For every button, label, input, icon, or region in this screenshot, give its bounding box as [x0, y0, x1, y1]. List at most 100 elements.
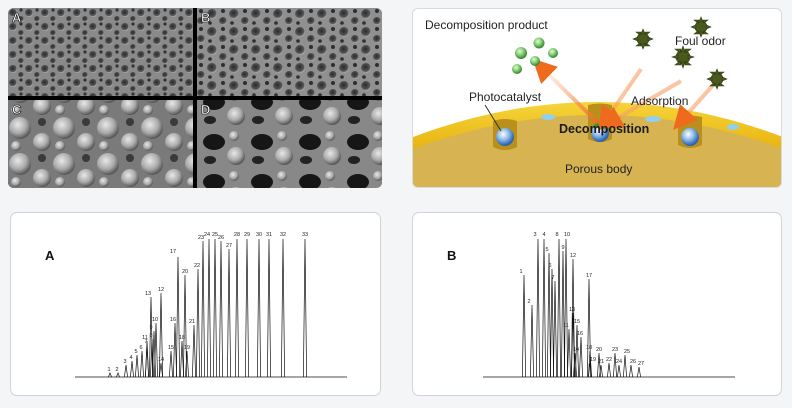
chromatogram-peak — [135, 354, 139, 378]
decomposition-product-sphere — [548, 48, 558, 58]
chromatogram-peak — [196, 268, 200, 378]
chromatogram-peak — [607, 362, 611, 378]
chromatogram-peak — [267, 238, 271, 378]
peak-number-label: 11 — [142, 335, 148, 341]
peak-number-label: 18 — [179, 335, 185, 341]
decomposition-product-sphere — [512, 64, 522, 74]
chromatogram-peak — [108, 372, 112, 378]
peak-number-label: 29 — [244, 232, 250, 238]
peak-number-label: 32 — [280, 232, 286, 238]
chromatogram-peak — [623, 354, 627, 378]
chromatogram-peak — [573, 352, 577, 378]
chromatogram-peak — [530, 304, 534, 378]
chromatogram-peak — [613, 352, 617, 378]
peak-number-label: 28 — [234, 232, 240, 238]
chromatogram-peak — [154, 322, 158, 378]
peak-number-label: 27 — [638, 361, 644, 367]
peak-number-label: 8 — [555, 232, 558, 238]
adsorption-label: Adsorption — [631, 94, 688, 108]
peak-number-label: 5 — [545, 247, 548, 253]
peak-number-label: 23 — [198, 235, 204, 241]
chromatogram-peak — [173, 322, 177, 378]
chromatogram-peak — [567, 328, 571, 378]
chromatogram-peak — [522, 274, 526, 378]
chromatogram-peak — [245, 238, 249, 378]
chromatogram-peak — [629, 364, 633, 378]
sem-image-c — [8, 100, 193, 188]
chromatogram-peak — [169, 350, 173, 378]
decomposition-arrow — [532, 58, 600, 125]
chromatogram-peak — [183, 274, 187, 378]
chromatogram-peak — [159, 362, 163, 378]
foul-odor-icon — [671, 45, 695, 69]
chromatogram-peak — [550, 268, 554, 378]
chromatogram-peak — [536, 238, 540, 378]
sem-label-a: A — [12, 10, 22, 25]
peak-number-label: 4 — [129, 355, 132, 361]
chromatogram-peak — [213, 238, 217, 378]
peak-number-label: 10 — [564, 232, 570, 238]
peak-number-label: 13 — [145, 291, 151, 297]
peak-number-label: 19 — [590, 357, 596, 363]
peak-number-label: 13 — [569, 307, 575, 313]
peak-number-label: 22 — [606, 357, 612, 363]
chromatogram-peak — [547, 252, 551, 378]
photocatalyst-particle — [496, 128, 514, 146]
peak-number-label: 9 — [149, 325, 152, 331]
chromatogram-peak — [564, 238, 568, 378]
peak-number-label: 6 — [548, 263, 551, 269]
chromatogram-peak — [257, 238, 261, 378]
peak-number-label: 1 — [519, 269, 522, 275]
chromatogram-peak — [557, 238, 561, 378]
chromatogram-peak — [116, 372, 120, 378]
peak-number-label: 30 — [256, 232, 262, 238]
peak-number-label: 15 — [574, 319, 580, 325]
chromatogram-peak — [219, 240, 223, 378]
chromatogram-peak — [571, 258, 575, 378]
peak-number-label: 14 — [158, 357, 164, 363]
chromatogram-peak — [597, 352, 601, 378]
foul-odor-icon — [632, 28, 654, 50]
sem-label-c: C — [12, 102, 22, 117]
foul-odor-label: Foul odor — [675, 34, 726, 48]
chromatogram-peak — [185, 350, 189, 378]
chromatogram-peak — [227, 248, 231, 378]
peak-number-label: 3 — [123, 359, 126, 365]
peak-number-label: 5 — [134, 349, 137, 355]
chromatogram-peak — [617, 364, 621, 378]
chromatogram-peak — [176, 256, 180, 378]
peak-number-label: 16 — [577, 331, 583, 337]
sem-image-b — [197, 8, 382, 96]
chromatogram-peak — [599, 364, 603, 378]
porous-body-label: Porous body — [565, 162, 632, 176]
peak-number-label: 21 — [189, 319, 195, 325]
chromatogram-peak — [588, 350, 592, 378]
peak-number-label: 12 — [570, 253, 576, 259]
adsorption-arrow — [598, 79, 683, 130]
chromatogram-peak — [145, 340, 149, 378]
peak-number-label: 15 — [168, 345, 174, 351]
peak-number-label: 31 — [266, 232, 272, 238]
sem-micrographs-image: A B C D — [8, 8, 382, 188]
peak-number-label: 11 — [563, 323, 569, 329]
chromatogram-a-label: A — [45, 248, 55, 263]
peak-number-label: 6 — [139, 345, 142, 351]
peak-number-label: 23 — [612, 347, 618, 353]
peak-number-label: 7 — [144, 339, 147, 345]
decomposition-product-label: Decomposition product — [425, 18, 548, 32]
peak-number-label: 20 — [596, 347, 602, 353]
peak-number-label: 27 — [226, 243, 232, 249]
chromatogram-peak — [180, 340, 184, 378]
sem-image-a — [8, 8, 193, 96]
adsorption-arrow — [673, 83, 715, 130]
peak-number-label: 7 — [551, 275, 554, 281]
chromatogram-peak — [235, 238, 239, 378]
chromatogram-peak — [140, 350, 144, 378]
peak-number-label: 21 — [598, 359, 604, 365]
chromatogram-peak — [281, 238, 285, 378]
peak-number-label: 22 — [194, 263, 200, 269]
peak-number-label: 19 — [184, 345, 190, 351]
chromatogram-peak — [637, 366, 641, 378]
